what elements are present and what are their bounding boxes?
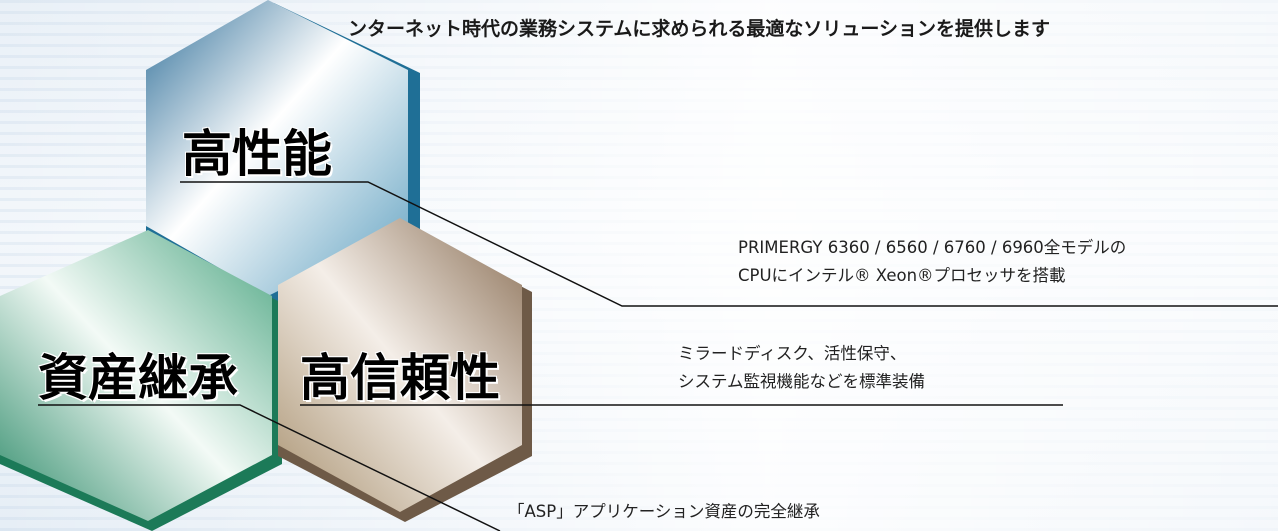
performance-desc-line2: CPUにインテル® Xeon®プロセッサを搭載 [738, 266, 1066, 285]
label-reliability: 高信頼性 [300, 349, 500, 407]
performance-desc-line1: PRIMERGY 6360 / 6560 / 6760 / 6960全モデルの [738, 238, 1127, 257]
heritage-description: 「ASP」アプリケーション資産の完全継承 [508, 498, 820, 526]
reliability-desc-line1: ミラードディスク、活性保守、 [678, 344, 907, 363]
reliability-description: ミラードディスク、活性保守、 システム監視機能などを標準装備 [678, 340, 925, 396]
hexagon-reliability [278, 218, 532, 522]
label-performance: 高性能 [182, 125, 332, 183]
heritage-desc-line1: 「ASP」アプリケーション資産の完全継承 [508, 502, 820, 521]
leader-line-heritage [38, 404, 501, 531]
hexagon-heritage [0, 230, 282, 531]
page-headline: ンターネット時代の業務システムに求められる最適なソリューションを提供します [348, 18, 1051, 40]
label-heritage: 資産継承 [38, 349, 238, 407]
reliability-desc-line2: システム監視機能などを標準装備 [678, 372, 926, 391]
performance-description: PRIMERGY 6360 / 6560 / 6760 / 6960全モデルの … [738, 234, 1126, 290]
leader-line-performance [180, 181, 1278, 307]
hexagon-performance [146, 0, 420, 307]
